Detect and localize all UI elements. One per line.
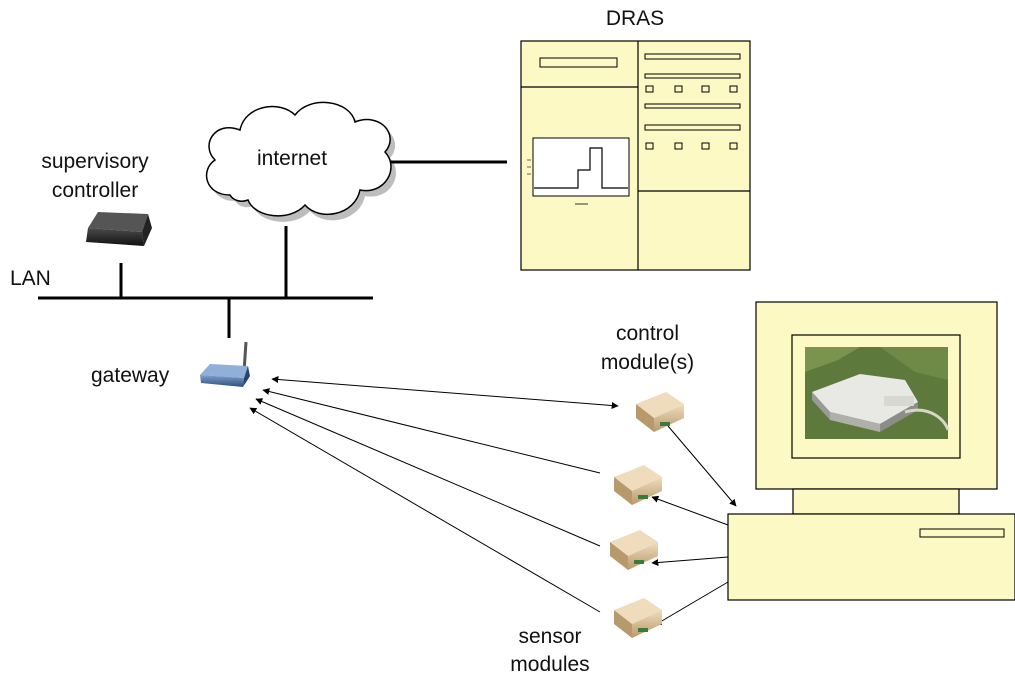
sensor-module-icon xyxy=(610,530,658,570)
mini-chart-icon xyxy=(527,137,630,205)
control-module-label-line1: control xyxy=(615,322,680,345)
control-module-icon xyxy=(636,392,684,432)
dras-server-icon xyxy=(520,40,751,271)
supervisory-controller-label-line2: controller xyxy=(51,179,139,202)
sensor-module-icon xyxy=(614,465,662,505)
supervisory-controller-icon xyxy=(86,212,152,246)
lan-label: LAN xyxy=(10,267,51,290)
gateway-label: gateway xyxy=(91,364,170,387)
building-photo-icon xyxy=(805,347,950,439)
sensor-modules-label-line1: sensor xyxy=(518,625,582,648)
internet-label: internet xyxy=(257,147,328,170)
computer-icon xyxy=(727,301,1015,601)
supervisory-controller-label-line1: supervisory xyxy=(41,150,149,173)
sensor-modules-label-line2: modules xyxy=(510,653,590,676)
control-module-label-line2: module(s) xyxy=(600,351,695,374)
wireless-links xyxy=(249,376,619,613)
gateway-router-icon xyxy=(200,341,250,387)
module-computer-links xyxy=(651,425,737,626)
network-links xyxy=(38,160,507,338)
cloud-icon xyxy=(205,101,396,222)
sensor-module-icon xyxy=(614,598,662,638)
dras-label: DRAS xyxy=(605,7,665,30)
